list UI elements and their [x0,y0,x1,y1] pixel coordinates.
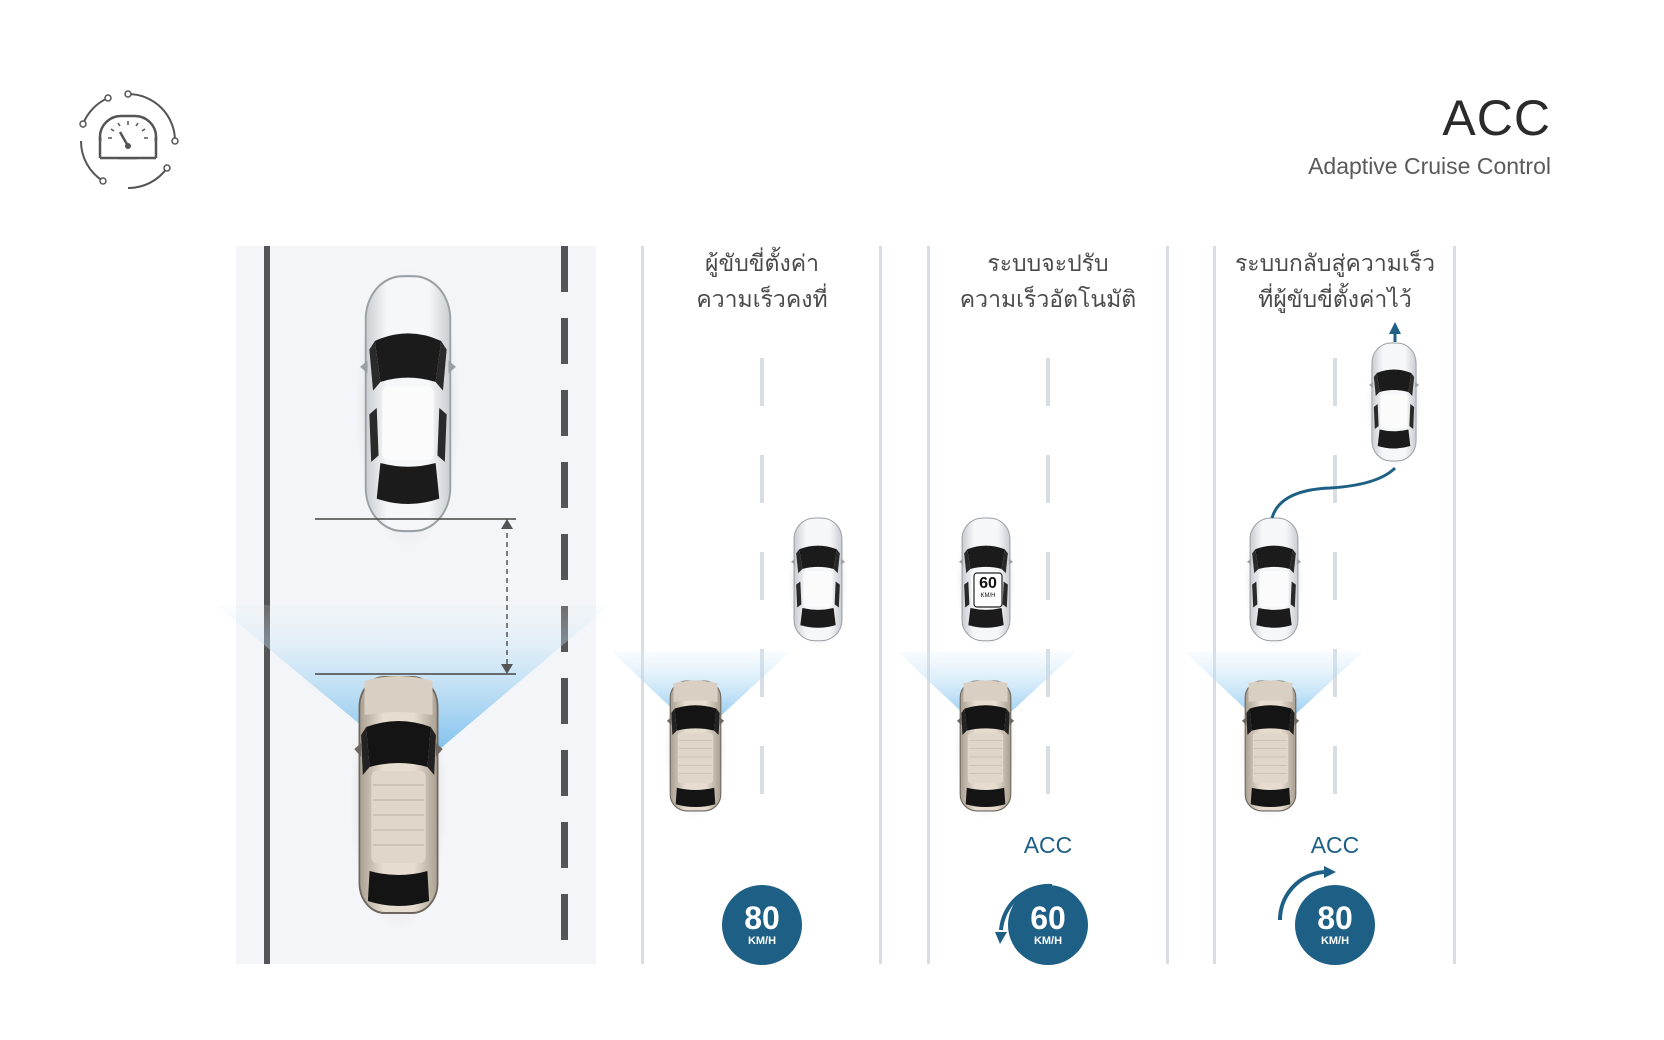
speed-badge-resumed: 80 KM/H [1295,885,1375,965]
speed-unit: KM/H [1320,935,1350,947]
page-title: ACC [1442,90,1551,146]
speed-limit-sign [973,572,1003,608]
speed-value: 80 [744,900,780,936]
speed-unit: KM/H [1033,935,1063,947]
caption-line: ที่ผู้ขับขี่ตั้งค่าไว้ [1258,287,1412,313]
lane-change-path [1270,466,1397,519]
caption-line: ระบบจะปรับ [987,251,1109,277]
caption-resume-speed: ระบบกลับสู่ความเร็ว ที่ผู้ขับขี่ตั้งค่าไ… [1220,246,1450,318]
page-subtitle: Adaptive Cruise Control [1308,153,1551,179]
sign-speed-unit: KM/H [980,593,996,599]
caption-line: ระบบกลับสู่ความเร็ว [1234,251,1436,277]
speed-unit: KM/H [747,935,777,947]
panel-auto-adjust [898,513,1076,821]
caption-auto-adjust: ระบบจะปรับ ความเร็วอัตโนมัติ [933,246,1163,318]
lead-car [353,267,463,551]
header: ACC Adaptive Cruise Control [1308,86,1551,182]
speed-value: 60 [1030,900,1066,936]
speed-badge-set: 80 KM/H [722,885,802,965]
caption-line: ความเร็วคงที่ [696,287,828,313]
speed-value: 80 [1317,900,1353,936]
caption-set-speed: ผู้ขับขี่ตั้งค่า ความเร็วคงที่ [647,246,877,318]
increase-arrow-icon [1277,870,1325,921]
panel-resume-speed [1185,322,1423,821]
caption-line: ผู้ขับขี่ตั้งค่า [705,251,819,277]
acc-label: ACC [1023,832,1073,858]
caption-line: ความเร็วอัตโนมัติ [959,287,1137,313]
acc-label: ACC [1310,832,1360,858]
panel-set-speed [612,513,849,821]
sign-speed-value: 60 [979,575,997,592]
main-road-panel [216,246,610,964]
speedometer-icon [79,90,179,190]
speed-badge-adjusted: 60 KM/H [1008,885,1088,965]
ego-car [348,669,449,931]
arrow-up-icon [1389,322,1401,334]
